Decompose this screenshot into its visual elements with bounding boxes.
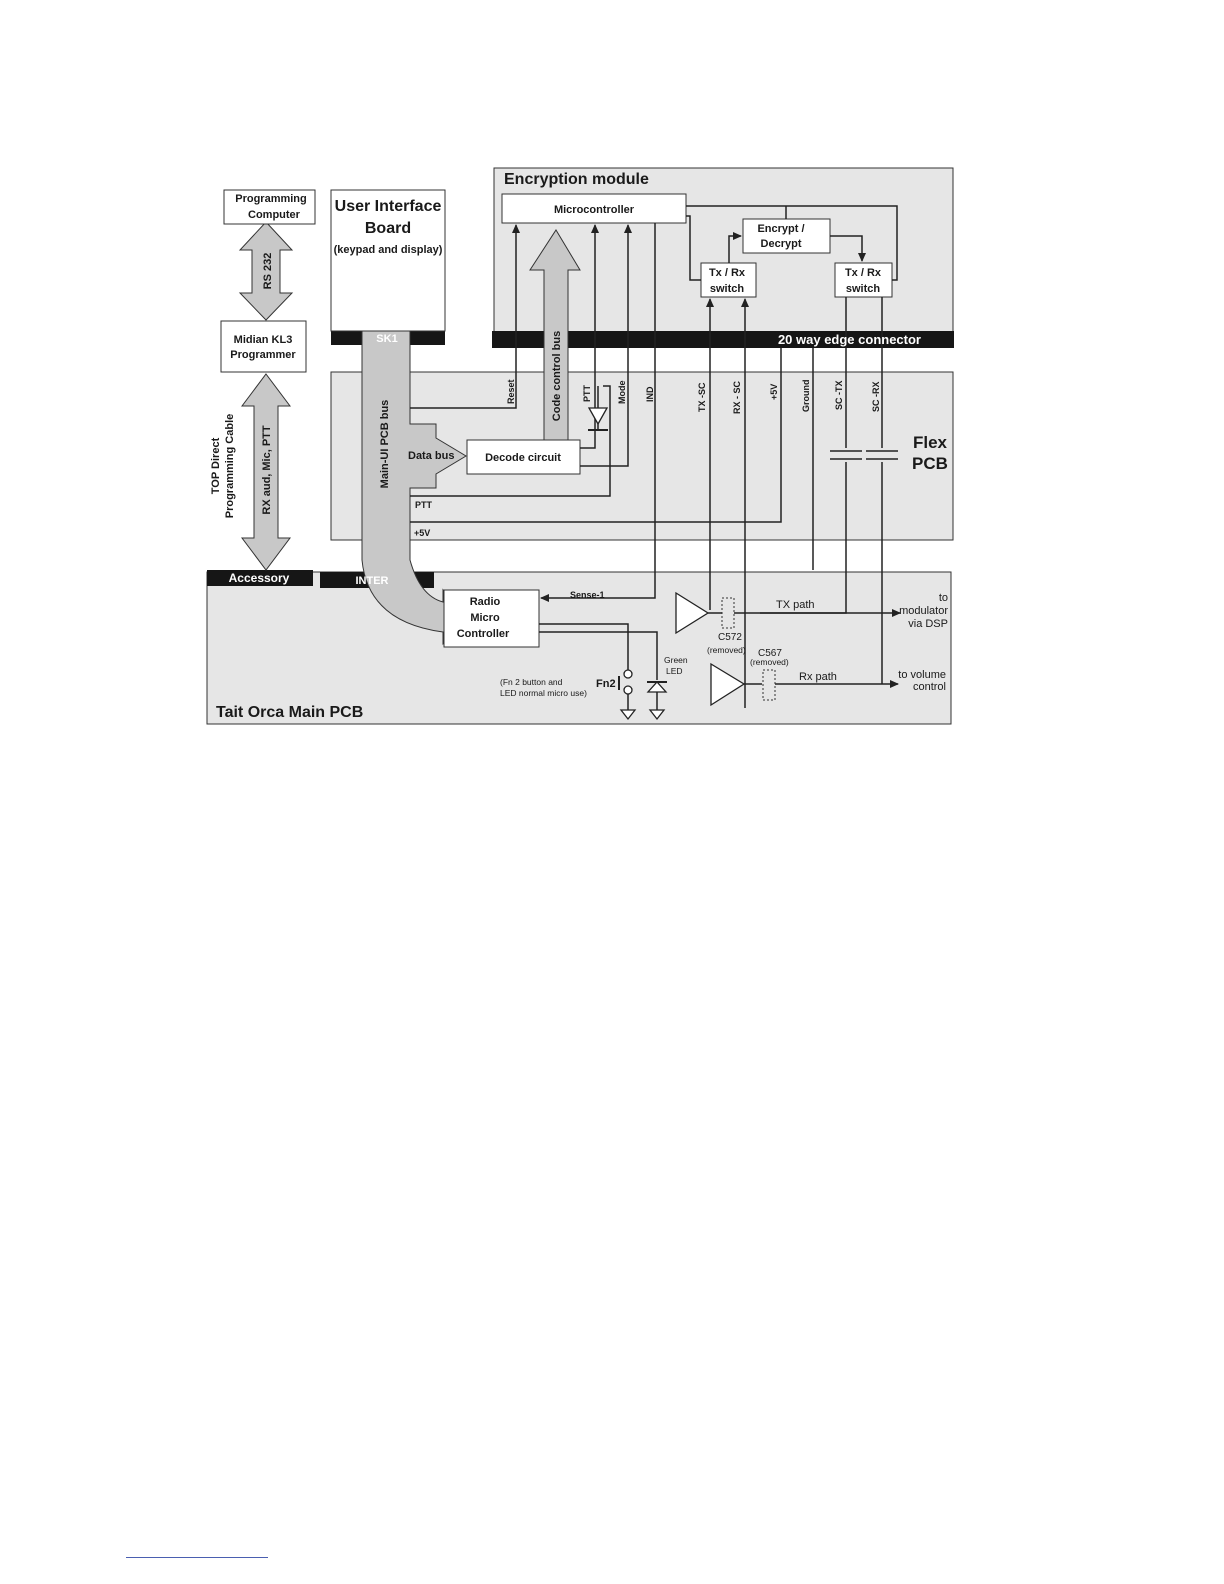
footnote-rule (126, 1557, 268, 1558)
rx-path-label: Rx path (799, 671, 837, 683)
radio-micro-controller-box (443, 589, 540, 648)
fn2-label: Fn2 (596, 678, 616, 690)
programming-computer-box (223, 189, 316, 225)
ui-board-box (330, 189, 446, 332)
decode-circuit-box (466, 439, 581, 475)
flex-label-2: PCB (912, 454, 948, 473)
txrx-right-label-2: switch (846, 283, 881, 295)
radio-label-3: Controller (457, 628, 510, 640)
green-led-label-2: LED (666, 666, 683, 676)
midian-kl3-box (220, 320, 307, 373)
txrx-left-label-1: Tx / Rx (709, 267, 746, 279)
signal-5v: +5V (769, 384, 779, 400)
radio-label-2: Micro (470, 612, 500, 624)
ptt-line-label: PTT (415, 500, 433, 510)
main-pcb-title: Tait Orca Main PCB (216, 704, 363, 721)
signal-sc-rx: SC -RX (871, 381, 881, 412)
to-volume-label-1: to volume (898, 669, 946, 681)
microcontroller-label: Microcontroller (554, 204, 635, 216)
rx-amplifier (710, 662, 746, 707)
midian-label-1: Midian KL3 (234, 334, 293, 346)
signal-tx-sc: TX -SC (697, 382, 707, 412)
flex-capacitors (830, 450, 898, 460)
rx-aud-label: RX aud, Mic, PTT (261, 425, 273, 515)
signal-reset: Reset (506, 379, 516, 404)
txrx-right-label-1: Tx / Rx (845, 267, 882, 279)
to-modulator-label-3: via DSP (908, 618, 948, 630)
programming-computer-label-2: Computer (248, 209, 301, 221)
data-bus-label: Data bus (408, 450, 454, 462)
midian-label-2: Programmer (230, 349, 296, 361)
programming-computer-label-1: Programming (235, 193, 307, 205)
flex-label-1: Flex (913, 433, 948, 452)
fn2-switch-contact-bottom (623, 685, 633, 695)
encryption-module-title: Encryption module (504, 171, 649, 188)
inter-label: INTER (356, 575, 389, 587)
programming-cable-arrow (241, 373, 291, 571)
decode-circuit-label: Decode circuit (485, 452, 561, 464)
signal-sc-tx: SC -TX (834, 380, 844, 410)
ui-board-label-1: User Interface (335, 198, 442, 215)
top-direct-label-2: Programming Cable (224, 414, 236, 519)
code-control-bus-label: Code control bus (551, 331, 563, 421)
led-ground-icon (648, 709, 666, 721)
green-led-icon (646, 681, 668, 693)
c567-removed-label: (removed) (750, 657, 789, 667)
decrypt-label: Decrypt (761, 238, 802, 250)
accessory-bar (207, 570, 313, 586)
fn2-switch-contact-top (623, 669, 633, 679)
tx-path-label: TX path (776, 599, 815, 611)
ui-board-label-2: Board (365, 220, 411, 237)
green-led-label-1: Green (664, 655, 688, 665)
sense1-label: Sense-1 (570, 590, 605, 600)
to-volume-label-2: control (913, 681, 946, 693)
tx-amplifier (675, 591, 710, 635)
encrypt-label: Encrypt / (757, 223, 804, 235)
txrx-left-label-2: switch (710, 283, 745, 295)
signal-ind: IND (645, 386, 655, 402)
rs232-arrow (238, 221, 294, 321)
to-modulator-label-2: modulator (899, 605, 948, 617)
sk1-label: SK1 (376, 333, 397, 345)
wires (410, 205, 901, 710)
signal-mode: Mode (617, 381, 627, 405)
removed-capacitors (721, 597, 776, 701)
edge-connector-label: 20 way edge connector (778, 332, 921, 347)
main-ui-bus-arrow (339, 275, 471, 645)
fn2-note-2: LED normal micro use) (500, 688, 587, 698)
to-modulator-label-1: to (939, 592, 948, 604)
microcontroller-box (501, 193, 687, 224)
fn2-note-1: (Fn 2 button and (500, 677, 563, 687)
edge-connector-bar (492, 331, 954, 348)
fn2-ground-icon (619, 709, 637, 721)
ui-board-label-3: (keypad and display) (334, 244, 443, 256)
c572-label: C572 (718, 632, 742, 643)
main-ui-bus-label: Main-UI PCB bus (379, 400, 391, 489)
top-direct-label-1: TOP Direct (210, 437, 222, 494)
accessory-label: Accessory (229, 571, 290, 585)
rs232-label: RS 232 (262, 253, 274, 290)
c567-label: C567 (758, 648, 782, 659)
plus5v-line-label: +5V (414, 528, 430, 538)
txrx-switch-right-box (834, 262, 893, 298)
signal-ground: Ground (801, 380, 811, 413)
radio-label-1: Radio (470, 596, 501, 608)
signal-rx-sc: RX - SC (732, 380, 742, 414)
signal-ptt: PTT (582, 384, 592, 402)
c572-removed-label: (removed) (707, 645, 746, 655)
